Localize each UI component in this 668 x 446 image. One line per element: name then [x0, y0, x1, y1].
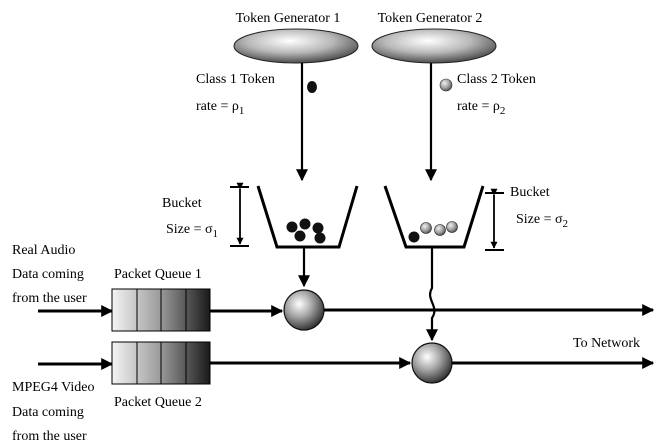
packet-queue-2: [111, 341, 211, 385]
bucket2-token: [446, 221, 458, 233]
bucket1-token: [314, 232, 326, 244]
bucket1-token: [312, 222, 324, 234]
class2-rate-text: rate = ρ: [457, 99, 500, 114]
bucket2-size-subscript: 2: [563, 218, 569, 230]
token-generator-2: [371, 28, 497, 64]
audio-input-line1: Real Audio: [12, 243, 75, 258]
bucket2-size-text: Size = σ: [516, 212, 563, 227]
bucket2-token: [420, 222, 432, 234]
class2-token-label: Class 2 Token: [457, 72, 536, 87]
video-input-line1: MPEG4 Video: [12, 380, 95, 395]
video-input-line3: from the user: [12, 429, 87, 444]
class2-token: [439, 78, 453, 92]
bucket-2: [383, 185, 485, 249]
packet-queue-1-label: Packet Queue 1: [114, 267, 202, 282]
bucket1-size-subscript: 1: [213, 228, 219, 240]
bucket1-size-label: Size = σ1: [166, 222, 218, 240]
bucket2-label: Bucket: [510, 185, 550, 200]
bucket2-token: [434, 224, 446, 236]
video-input-line2: Data coming: [12, 405, 84, 420]
class2-rate-label: rate = ρ2: [457, 99, 505, 117]
bucket1-label: Bucket: [162, 196, 202, 211]
to-network-label: To Network: [573, 336, 640, 351]
class1-rate-text: rate = ρ: [196, 99, 239, 114]
bucket-1: [256, 185, 359, 249]
class1-rate-label: rate = ρ1: [196, 99, 244, 117]
generator-1-label: Token Generator 1: [236, 11, 341, 26]
bucket1-token: [286, 221, 298, 233]
generator-2-label: Token Generator 2: [378, 11, 483, 26]
bucket2-size-label: Size = σ2: [516, 212, 568, 230]
bucket1-size-text: Size = σ: [166, 222, 213, 237]
bucket2-to-gate2-arrow: [426, 247, 438, 342]
token-generator-1: [233, 28, 359, 64]
bucket1-token: [294, 230, 306, 242]
bucket2-token: [408, 231, 420, 243]
class1-rate-subscript: 1: [239, 105, 245, 117]
bucket1-token: [299, 218, 311, 230]
class2-rate-subscript: 2: [500, 105, 506, 117]
packet-queue-2-label: Packet Queue 2: [114, 395, 202, 410]
class1-token-label: Class 1 Token: [196, 72, 275, 87]
packet-queue-1: [111, 288, 211, 332]
regulator-gate-1: [283, 289, 325, 331]
class1-token: [307, 81, 317, 93]
regulator-gate-2: [411, 342, 453, 384]
audio-input-line2: Data coming: [12, 267, 84, 282]
audio-input-line3: from the user: [12, 291, 87, 306]
